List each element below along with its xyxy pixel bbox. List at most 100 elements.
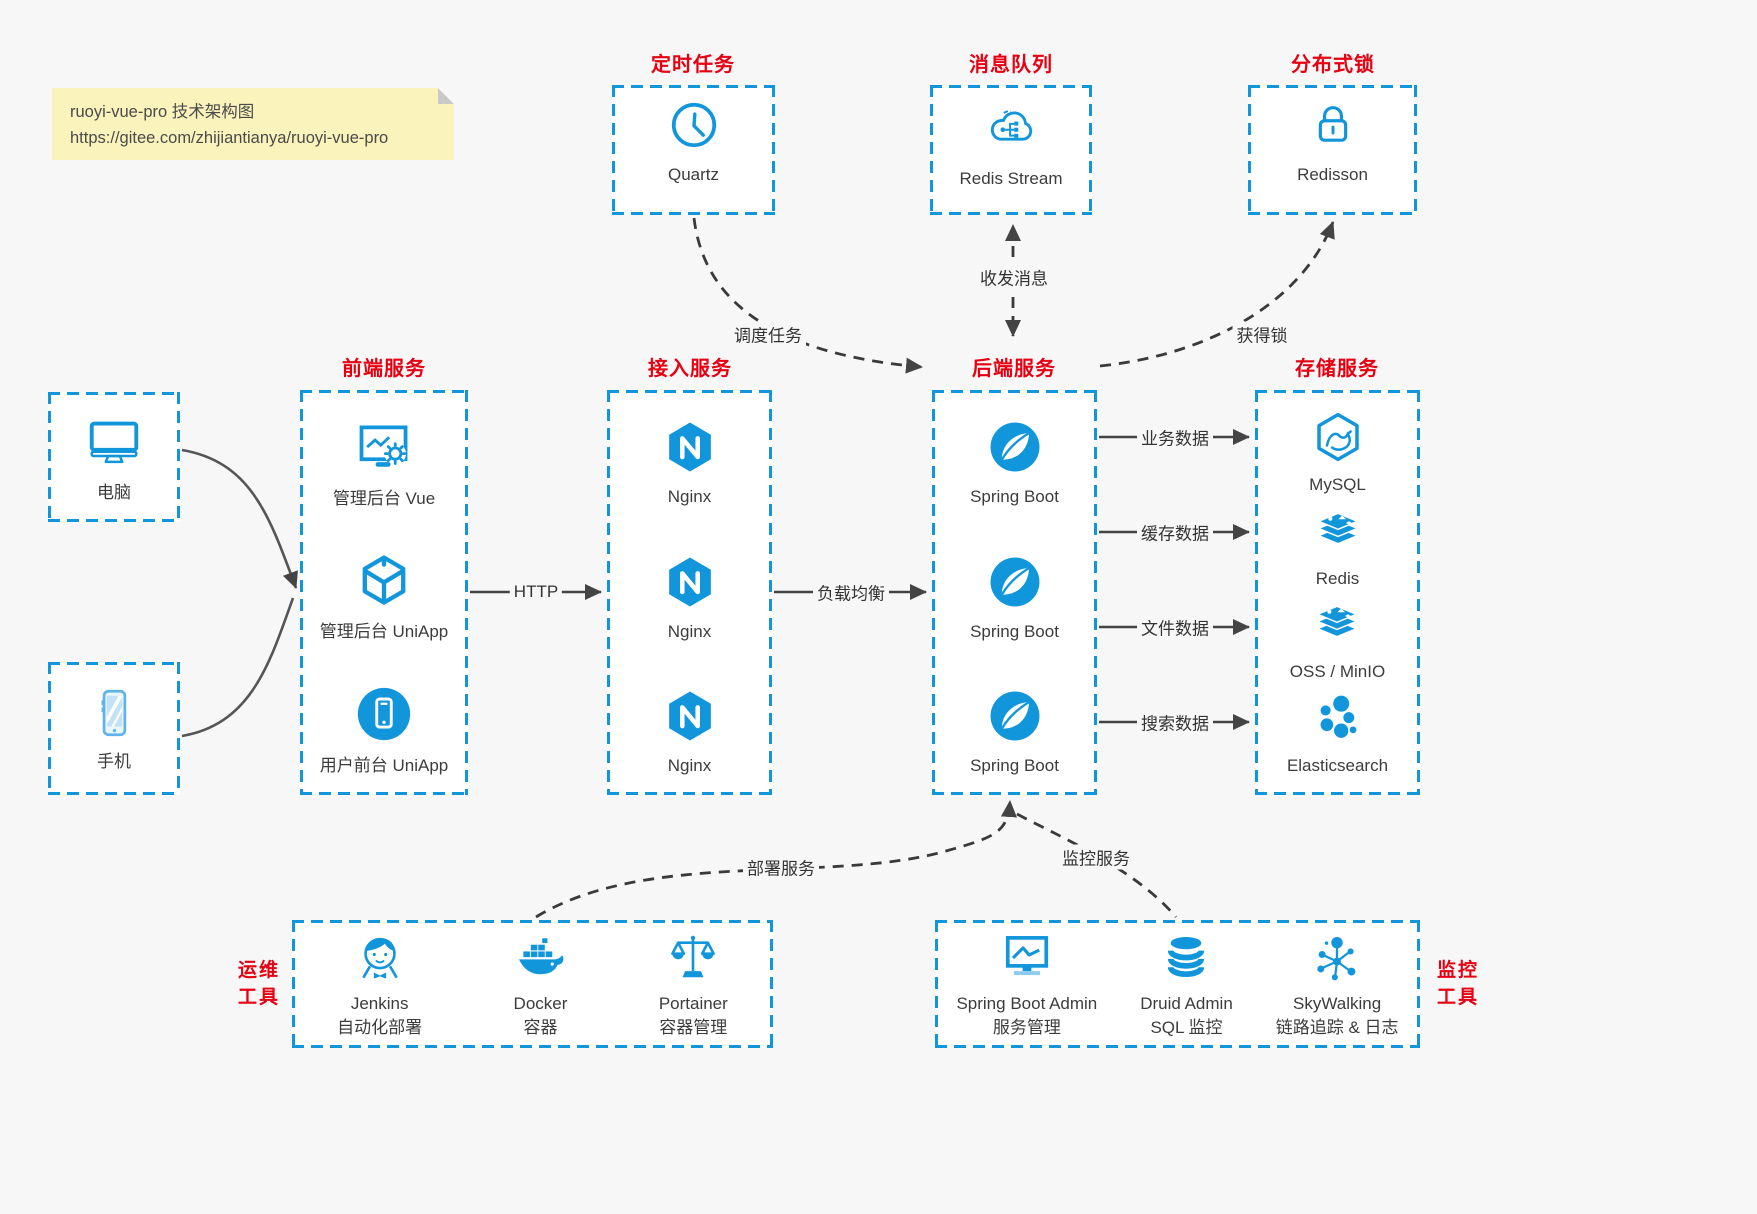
redis-stack-icon	[1310, 597, 1364, 656]
nginx-icon	[661, 418, 719, 481]
storage-item-label: MySQL	[1309, 475, 1366, 494]
note-url: https://gitee.com/zhijiantianya/ruoyi-vu…	[70, 129, 389, 147]
clock-icon	[667, 98, 721, 157]
group-title-mq: 消息队列	[969, 54, 1053, 76]
jenkins-icon	[352, 930, 408, 991]
frontend-item-label: 管理后台 Vue	[332, 489, 436, 508]
frontend-item: 管理后台 Vue	[333, 418, 435, 510]
monitoring-item-sublabel: 服务管理	[992, 1017, 1061, 1037]
spring-leaf-icon	[986, 418, 1044, 481]
redis-stack-icon	[1311, 504, 1365, 563]
redisson-box: Redisson	[1248, 85, 1417, 215]
quartz-box: Quartz	[612, 85, 775, 215]
monitoring-item: Druid Admin SQL 监控	[1140, 930, 1233, 1039]
access-item: Nginx	[661, 418, 719, 508]
access-item-label: Nginx	[667, 756, 712, 775]
access-item: Nginx	[661, 553, 719, 643]
monitoring-item-label: Druid Admin	[1140, 993, 1233, 1013]
database-icon	[1158, 930, 1214, 991]
mobile-label: 手机	[97, 752, 131, 771]
lock-icon	[1306, 98, 1360, 157]
monitoring-item-sublabel: SQL 监控	[1150, 1017, 1223, 1037]
group-title-lock: 分布式锁	[1291, 54, 1375, 76]
backend-item-label: Spring Boot	[970, 756, 1059, 775]
ops-item-sublabel: 容器	[523, 1017, 558, 1037]
redis-stream-box: Redis Stream	[930, 85, 1092, 215]
monitor-chart-icon	[999, 930, 1055, 991]
monitoring-tools-box: Spring Boot Admin 服务管理 Druid Admin SQL 监…	[935, 920, 1420, 1048]
pc-label: 电脑	[97, 482, 131, 502]
sticky-note: ruoyi-vue-pro 技术架构图 https://gitee.com/zh…	[52, 88, 454, 160]
ops-item: Jenkins 自动化部署	[337, 930, 422, 1039]
monitoring-tools-label-line2: 工具	[1437, 987, 1480, 1008]
desktop-icon	[83, 411, 145, 478]
monitoring-item: SkyWalking 链路追踪 & 日志	[1276, 930, 1399, 1039]
device-curves	[181, 448, 298, 738]
ops-item: Docker 容器	[512, 930, 568, 1039]
storage-item-label: Redis	[1315, 568, 1360, 588]
storage-item: OSS / MinIO	[1290, 597, 1385, 683]
mobile-icon	[85, 684, 143, 747]
monitoring-tools-label: 监控 工具	[1437, 957, 1497, 1011]
backend-item: Spring Boot	[970, 553, 1059, 643]
docker-icon	[512, 930, 568, 991]
storage-item-label: OSS / MinIO	[1289, 662, 1386, 682]
column-title-frontend: 前端服务	[342, 358, 426, 380]
elasticsearch-icon	[1310, 691, 1364, 750]
frontend-box: 管理后台 Vue 管理后台 UniApp	[300, 390, 468, 795]
ops-tools-label-line2: 工具	[237, 987, 280, 1008]
ops-item-sublabel: 容器管理	[659, 1017, 728, 1037]
storage-box: MySQL Redis OSS / MinIO	[1255, 390, 1420, 795]
frontend-item: 用户前台 UniApp	[320, 683, 448, 777]
ops-item: Portainer 容器管理	[659, 930, 728, 1039]
portainer-icon	[665, 930, 721, 991]
frontend-item-label: 管理后台 UniApp	[319, 621, 449, 641]
quartz-label: Quartz	[667, 165, 720, 184]
edge-label-schedule-task: 调度任务	[730, 321, 806, 347]
storage-item: MySQL	[1309, 410, 1366, 496]
access-item-label: Nginx	[667, 487, 712, 506]
edge-label-file-data: 文件数据	[1137, 614, 1213, 640]
pc-box: 电脑	[48, 392, 180, 522]
storage-item: Elasticsearch	[1287, 691, 1388, 777]
access-item-label: Nginx	[667, 621, 712, 641]
access-item: Nginx	[661, 687, 719, 777]
edge-label-http: HTTP	[509, 582, 563, 602]
edge-label-monitor-service: 监控服务	[1058, 844, 1134, 870]
ops-item-sublabel: 自动化部署	[337, 1017, 423, 1037]
monitoring-item-label: Spring Boot Admin	[956, 993, 1098, 1013]
nginx-icon	[661, 553, 719, 616]
column-title-access: 接入服务	[648, 358, 732, 380]
access-box: Nginx Nginx Nginx	[607, 390, 772, 795]
ops-item-label: Docker	[513, 993, 568, 1013]
frontend-item: 管理后台 UniApp	[320, 551, 448, 643]
monitoring-item: Spring Boot Admin 服务管理	[956, 930, 1097, 1039]
ops-tools-box: Jenkins 自动化部署 Docker 容器	[292, 920, 773, 1048]
monitoring-item-label: SkyWalking	[1293, 993, 1382, 1013]
edge-label-load-balance: 负载均衡	[813, 579, 889, 605]
edge-label-deploy-service: 部署服务	[743, 854, 819, 880]
cloud-stream-icon	[982, 98, 1040, 161]
phone-circle-icon	[353, 683, 415, 750]
storage-item: Redis	[1311, 504, 1365, 590]
redisson-label: Redisson	[1297, 165, 1368, 184]
monitoring-item-sublabel: 链路追踪 & 日志	[1275, 1017, 1399, 1037]
column-title-storage: 存储服务	[1295, 358, 1379, 380]
ops-tools-label: 运维 工具	[220, 957, 280, 1011]
mysql-icon	[1311, 410, 1365, 469]
spring-leaf-icon	[986, 687, 1044, 750]
ops-item-label: Portainer	[658, 993, 728, 1013]
nginx-icon	[661, 687, 719, 750]
column-title-backend: 后端服务	[972, 358, 1056, 380]
ops-item-label: Jenkins	[350, 993, 409, 1013]
edge-label-message: 收发消息	[976, 264, 1052, 290]
note-fold-corner	[438, 88, 454, 104]
storage-item-label: Elasticsearch	[1286, 755, 1389, 775]
backend-item-label: Spring Boot	[970, 621, 1059, 641]
admin-dashboard-icon	[354, 418, 414, 483]
edge-label-acquire-lock: 获得锁	[1232, 321, 1292, 347]
backend-item: Spring Boot	[970, 687, 1059, 777]
edge-label-business-data: 业务数据	[1137, 424, 1213, 450]
